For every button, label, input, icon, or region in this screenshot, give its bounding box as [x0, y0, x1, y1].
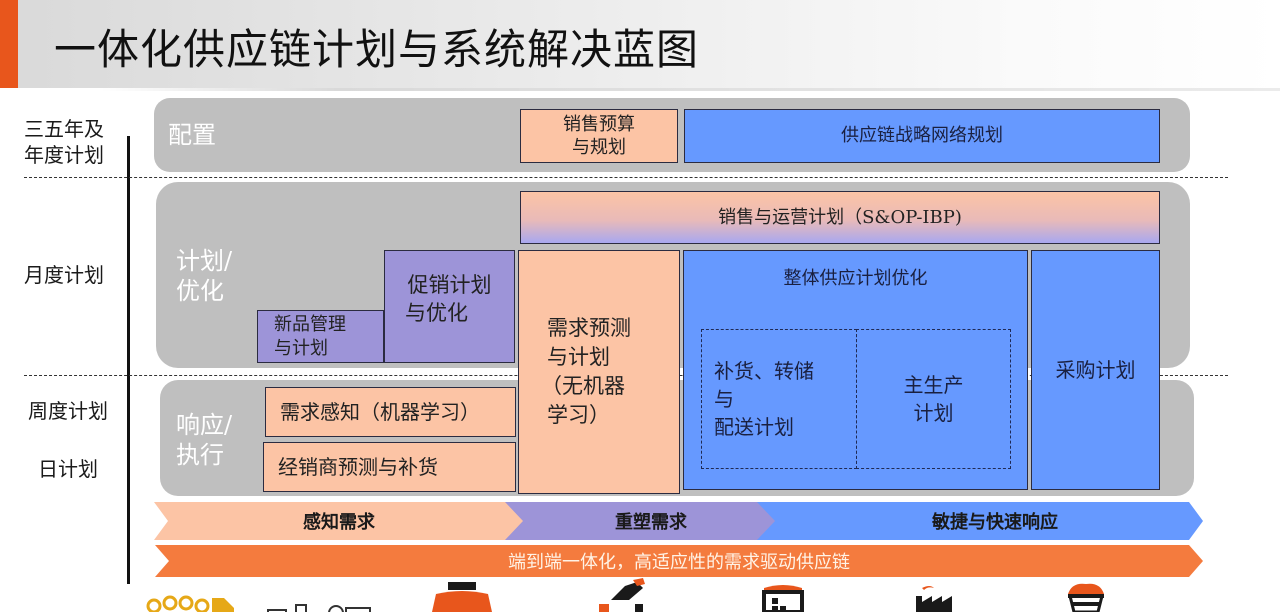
- timeline-annual-line2: 年度计划: [24, 143, 104, 167]
- timeline-axis: [127, 136, 130, 584]
- warehouse-icon: [762, 582, 804, 612]
- basket-icon: [1064, 582, 1108, 612]
- box-new-product-line1: 新品管理: [274, 313, 346, 335]
- box-procurement[interactable]: 采购计划: [1031, 250, 1160, 490]
- arrow-end-to-end: 端到端一体化，高适应性的需求驱动供应链: [155, 545, 1203, 577]
- box-demand-sensing[interactable]: 需求感知（机器学习）: [265, 387, 516, 437]
- box-promotion-line2: 与优化: [405, 301, 468, 325]
- band-respond-label-line2: 执行: [176, 441, 224, 469]
- band-respond-label: 响应/ 执行: [176, 410, 232, 470]
- box-replenishment-line3: 配送计划: [714, 415, 794, 439]
- band-config-label: 配置: [168, 121, 216, 149]
- box-sales-budget-line1: 销售预算: [563, 114, 635, 135]
- box-demand-forecast[interactable]: 需求预测 与计划 （无机器 学习）: [518, 250, 680, 494]
- band-respond-label-line1: 响应/: [176, 411, 233, 439]
- box-demand-forecast-line3: （无机器: [541, 374, 625, 398]
- box-replenishment-line1: 补货、转储: [714, 359, 814, 383]
- box-master-production[interactable]: 主生产 计划: [856, 329, 1011, 469]
- store-icon: [428, 580, 496, 612]
- factory-icon: [914, 584, 958, 612]
- box-demand-forecast-line4: 学习）: [547, 403, 610, 427]
- timeline-label-weekly: 周度计划: [28, 399, 108, 423]
- arrow-reshape-demand: 重塑需求: [505, 502, 777, 540]
- box-supply-optimization-title: 整体供应计划优化: [783, 268, 928, 289]
- box-demand-forecast-line1: 需求预测: [547, 316, 631, 340]
- box-sop-ibp[interactable]: 销售与运营计划（S&OP-IBP): [520, 191, 1160, 244]
- separator-annual-monthly: [24, 177, 1228, 178]
- arrow-agile-response: 敏捷与快速响应: [757, 502, 1203, 540]
- header-accent-bar: [0, 0, 18, 88]
- header: 一体化供应链计划与系统解决蓝图: [0, 0, 1280, 88]
- band-plan-label-line2: 优化: [176, 277, 224, 305]
- box-sales-budget[interactable]: 销售预算 与规划: [520, 109, 678, 163]
- box-master-production-line1: 主生产: [903, 373, 964, 397]
- box-supply-optimization[interactable]: 整体供应计划优化: [683, 250, 1028, 490]
- timeline-label-monthly: 月度计划: [24, 263, 104, 287]
- box-sales-budget-line2: 与规划: [572, 137, 626, 158]
- box-promotion[interactable]: 促销计划 与优化: [384, 250, 515, 363]
- timeline-annual-line1: 三五年及: [24, 117, 104, 141]
- box-new-product[interactable]: 新品管理 与计划: [257, 310, 384, 363]
- header-divider: [100, 88, 1280, 91]
- devices-icon: [266, 600, 376, 612]
- page-title: 一体化供应链计划与系统解决蓝图: [54, 25, 700, 74]
- handshake-icon: [597, 578, 647, 612]
- box-new-product-line2: 与计划: [274, 337, 328, 359]
- box-master-production-line2: 计划: [913, 401, 954, 425]
- box-distributor[interactable]: 经销商预测与补货: [263, 442, 516, 492]
- box-network-planning[interactable]: 供应链战略网络规划: [684, 109, 1160, 163]
- band-plan-label-line1: 计划/: [176, 247, 233, 275]
- band-plan-label: 计划/ 优化: [176, 246, 232, 306]
- box-replenishment[interactable]: 补货、转储 与 配送计划: [701, 329, 857, 469]
- box-promotion-line1: 促销计划: [407, 273, 492, 297]
- timeline-label-annual: 三五年及 年度计划: [14, 116, 114, 168]
- people-tag-icon: [146, 592, 236, 612]
- arrow-sense-demand: 感知需求: [154, 502, 524, 540]
- box-replenishment-line2: 与: [714, 387, 734, 411]
- box-demand-forecast-line2: 与计划: [547, 345, 610, 369]
- timeline-label-daily: 日计划: [38, 457, 98, 481]
